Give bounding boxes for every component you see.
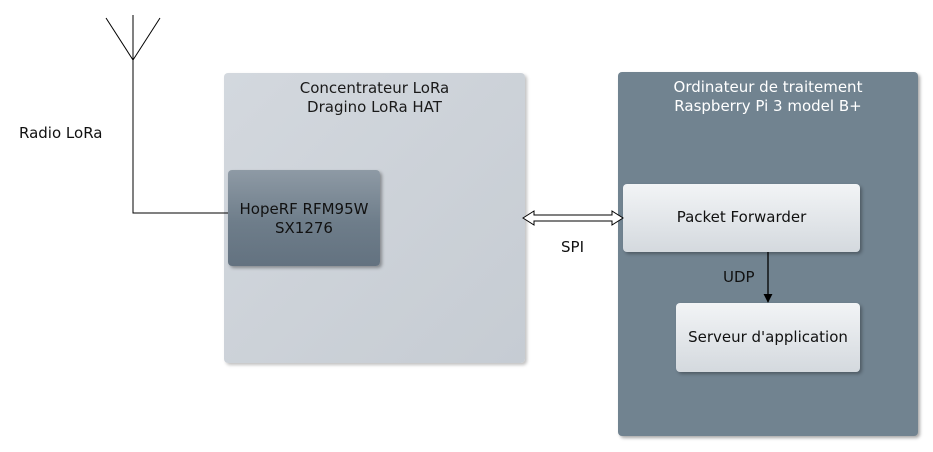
application-server-box: Serveur d'application — [676, 303, 860, 372]
antenna-label: Radio LoRa — [19, 124, 103, 142]
udp-label: UDP — [723, 268, 755, 286]
packet-forwarder-box: Packet Forwarder — [623, 184, 860, 252]
radio-chip-title-line2: SX1276 — [275, 219, 333, 237]
concentrator-title-line1: Concentrateur LoRa — [299, 79, 450, 97]
radio-chip-title-line1: HopeRF RFM95W — [239, 200, 369, 218]
spi-link-arrow — [522, 210, 624, 226]
spi-label: SPI — [561, 238, 584, 256]
application-server-label: Serveur d'application — [688, 328, 848, 346]
radio-chip-box: HopeRF RFM95W SX1276 — [228, 170, 380, 266]
computer-title-line2: Raspberry Pi 3 model B+ — [674, 97, 862, 115]
radio-chip-title: HopeRF RFM95W SX1276 — [228, 200, 380, 238]
concentrator-title: Concentrateur LoRa Dragino LoRa HAT — [224, 79, 525, 117]
packet-forwarder-label: Packet Forwarder — [676, 208, 807, 226]
antenna-icon — [105, 15, 161, 61]
computer-box: Ordinateur de traitement Raspberry Pi 3 … — [618, 72, 918, 436]
concentrator-title-line2: Dragino LoRa HAT — [307, 98, 442, 116]
computer-title-line1: Ordinateur de traitement — [673, 78, 863, 96]
antenna-feed-line — [132, 60, 228, 214]
computer-title: Ordinateur de traitement Raspberry Pi 3 … — [618, 78, 918, 116]
